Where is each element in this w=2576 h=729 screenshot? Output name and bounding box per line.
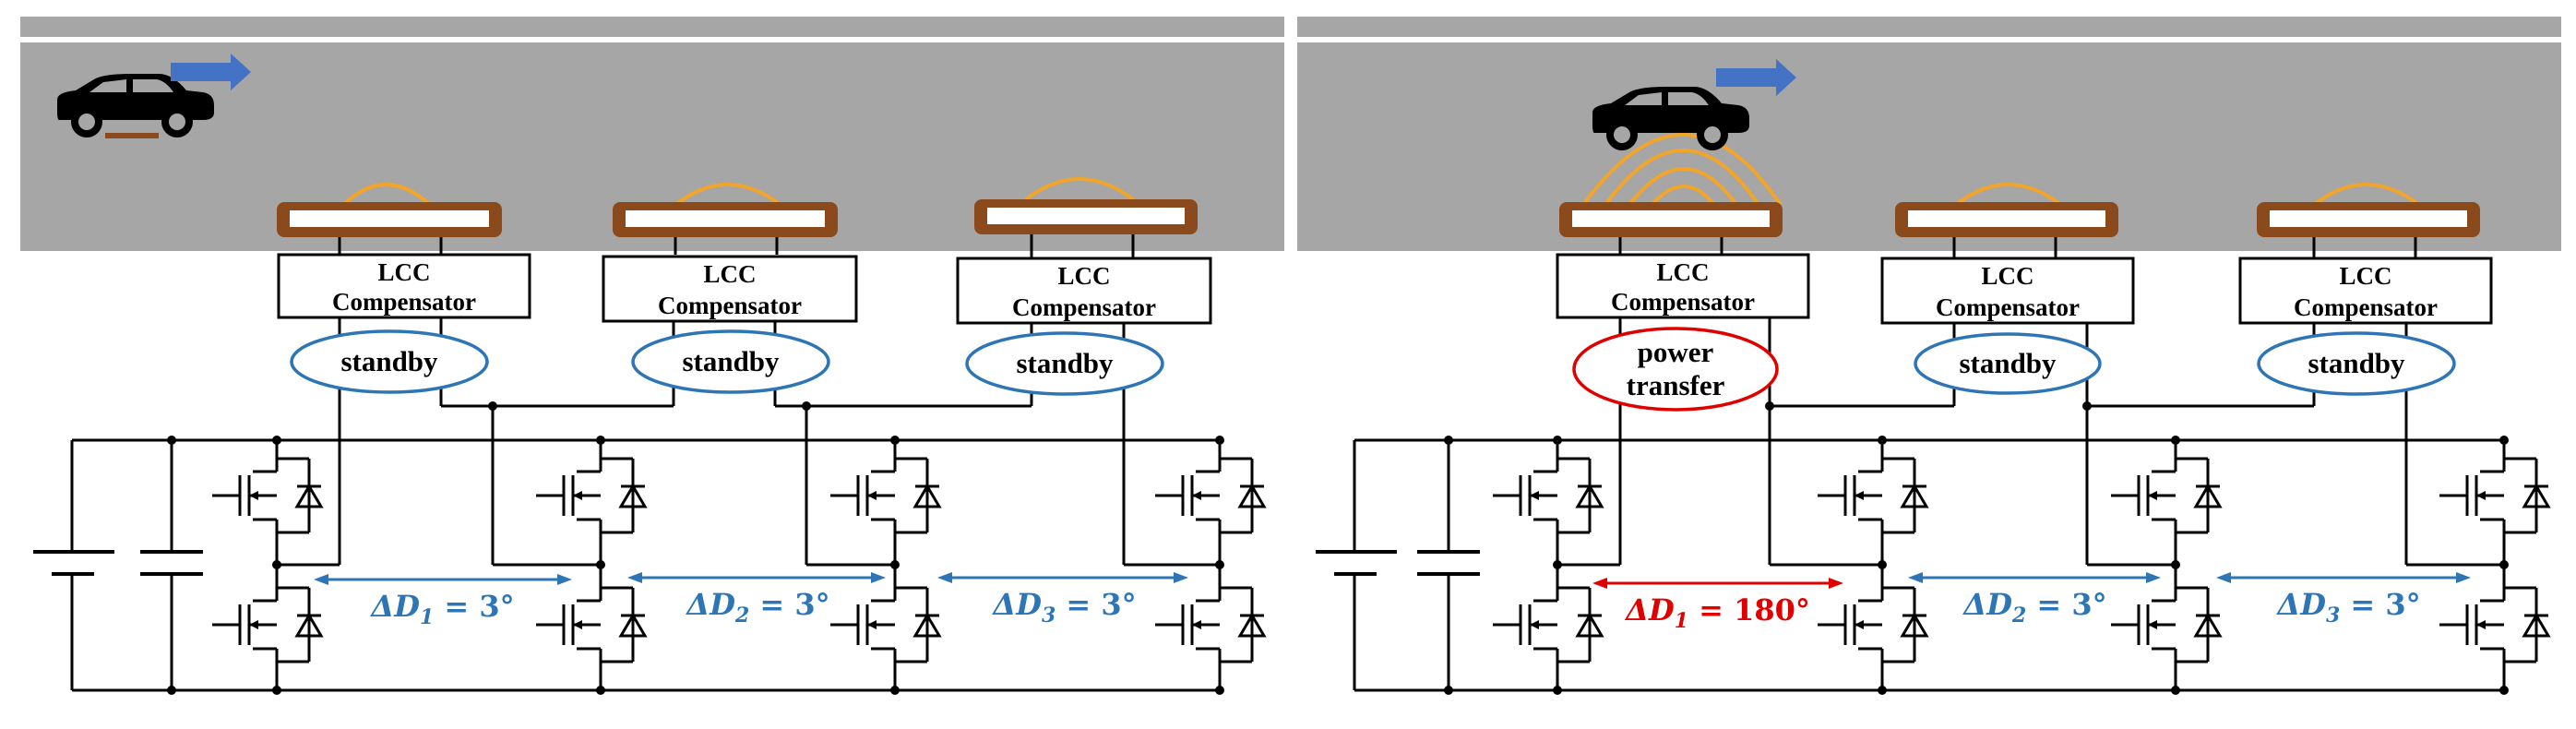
lcc-label: LCC [377,258,430,286]
compensator-label: Compensator [1611,288,1755,316]
phase-arrow-1 [1592,578,1843,589]
lcc-compensator-1: LCC Compensator [277,253,531,319]
lcc-compensator-1: LCC Compensator [1556,253,1810,319]
lcc-compensator-3: LCC Compensator [956,257,1212,325]
state-label-2: standby [1959,347,2057,379]
state-indicator-2 [1914,332,2102,395]
panel-standby: LCC Compensator LCC Compensator LCC Comp… [20,17,1284,695]
compensator-label: Compensator [332,288,476,316]
half-bridge-leg-2 [534,436,647,695]
lane-line [20,37,1284,42]
lcc-label: LCC [2339,262,2391,290]
coil-2 [613,183,838,237]
state-ellipse [1914,332,2102,395]
state-indicator-1 [290,329,489,394]
state-ellipse [631,329,830,394]
coil-2 [1895,183,2118,237]
coil-1 [1559,202,1783,237]
road-top-strip [20,17,1284,37]
compensator-label: Compensator [2294,293,2438,321]
lcc-label: LCC [1656,258,1709,286]
coil-3 [974,177,1198,234]
lcc-label: LCC [703,260,756,288]
phase-shift-label-2: ΔD2 = 3° [1962,587,2106,627]
state-label-2: standby [682,345,780,377]
phase-shift-label-2: ΔD2 = 3° [685,587,829,627]
lcc-compensator-3: LCC Compensator [2238,257,2493,325]
lcc-compensator-2: LCC Compensator [1880,257,2135,325]
state-indicator-1 [1572,327,1779,412]
state-label-3: standby [1016,347,1114,379]
phase-arrow-2 [627,572,886,583]
state-ellipse [965,331,1164,396]
phase-arrow-3 [2216,572,2471,583]
lcc-label: LCC [1981,262,2033,290]
lcc-compensator-2: LCC Compensator [602,255,858,323]
phase-shift-label-1: ΔD1 = 3° [369,589,514,629]
right-arrow-icon [1716,59,1796,96]
state-indicator-3 [2257,331,2456,396]
magnetic-field-lines [1581,133,1783,207]
right-arrow-icon [171,54,251,90]
lcc-label: LCC [1057,262,1110,290]
phase-arrow-1 [314,574,572,585]
compensator-label: Compensator [1936,293,2080,321]
compensator-label: Compensator [658,292,802,319]
compensator-label: Compensator [1012,293,1156,321]
phase-arrow-3 [937,572,1188,583]
car-icon [1592,87,1749,150]
phase-shift-label-1: ΔD1 = 180° [1624,592,1810,633]
state-indicator-2 [631,329,830,394]
lane-line [1297,37,2561,42]
phase-arrow-2 [1908,572,2161,583]
phase-shift-label-3: ΔD3 = 3° [2275,587,2420,627]
state-ellipse [290,329,489,394]
half-bridge-leg-1 [1491,436,1604,695]
coil-1 [277,183,502,237]
state-indicator-3 [965,331,1164,396]
car-icon [57,74,214,138]
coil-3 [2257,183,2480,237]
state-ellipse [2257,331,2456,396]
phase-shift-label-3: ΔD3 = 3° [991,587,1136,627]
panel-power-transfer: LCC Compensator LCC Compensator LCC Comp… [1297,17,2561,695]
state-label-1: standby [340,345,438,377]
road-top-strip [1297,17,2561,37]
state-label-3: standby [2308,347,2405,379]
state-ellipse [1572,327,1779,412]
